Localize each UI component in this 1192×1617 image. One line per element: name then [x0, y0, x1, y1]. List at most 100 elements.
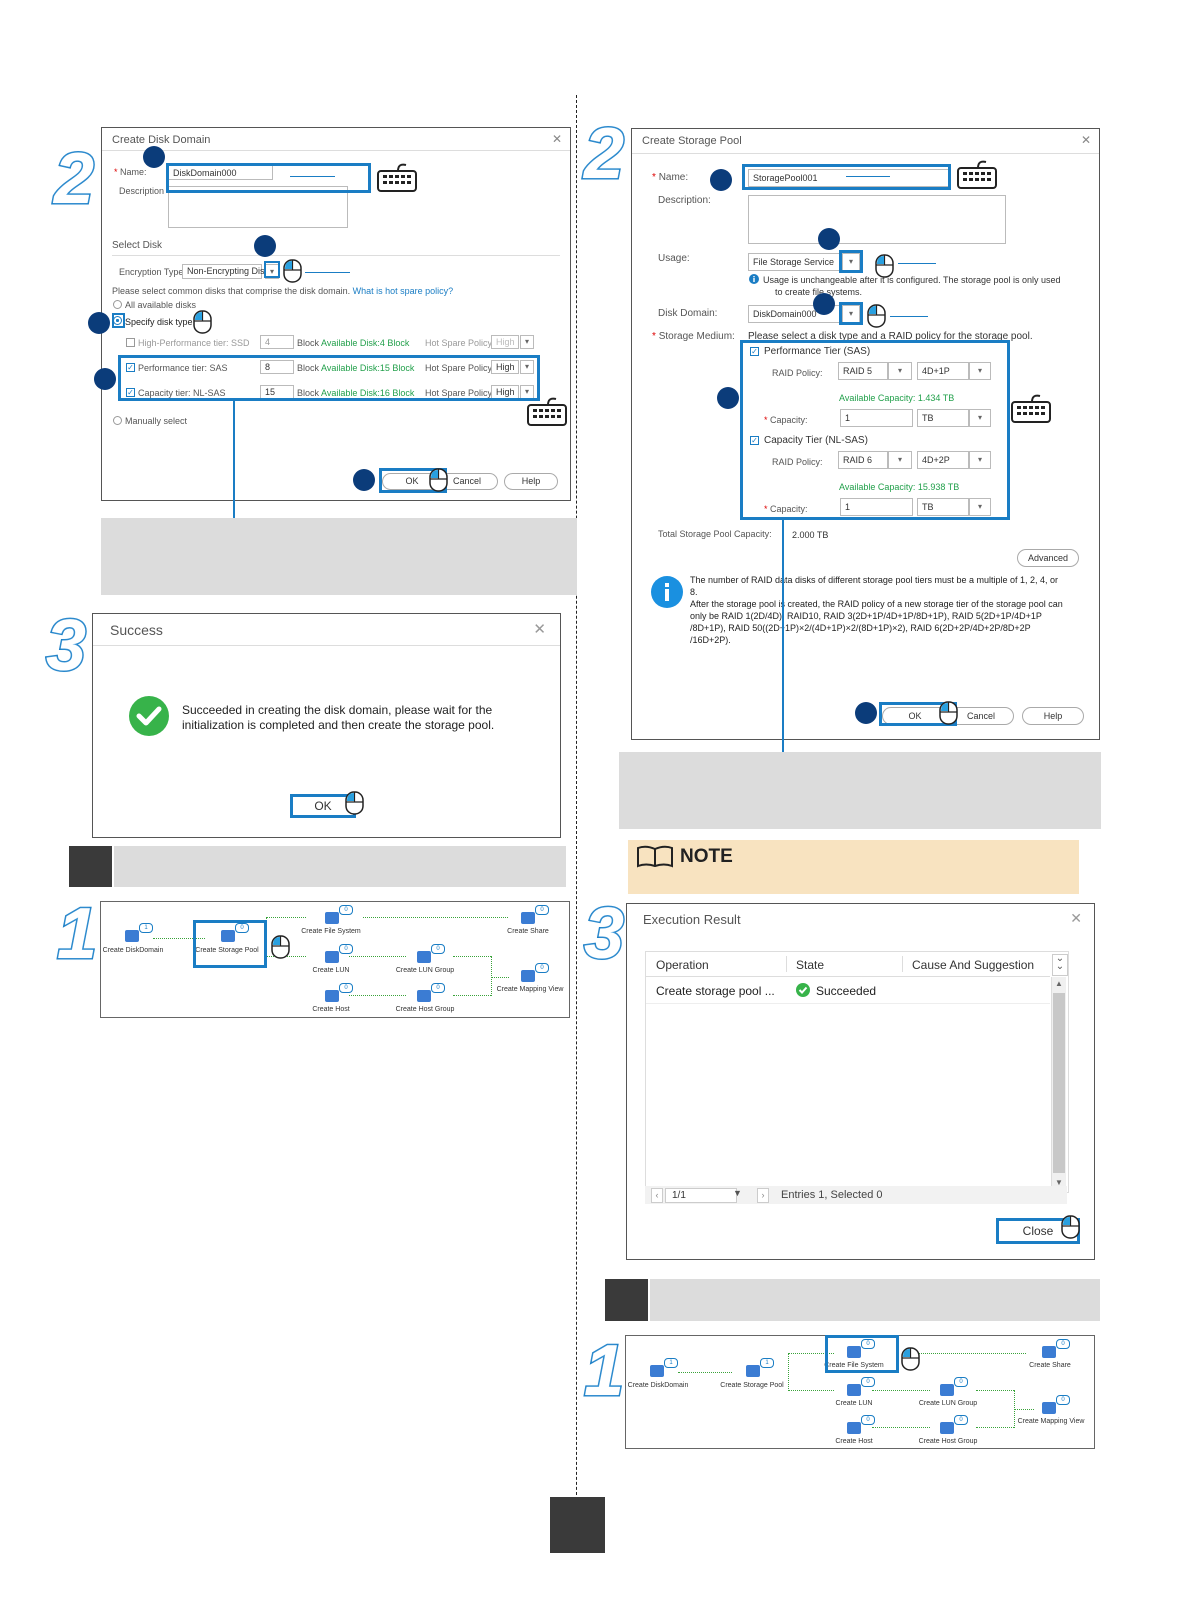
raid-level-select[interactable]: RAID 5 — [838, 362, 888, 380]
keyboard-icon — [527, 397, 567, 426]
flow-node-label[interactable]: Create Share — [1029, 1362, 1071, 1369]
mapping-view-icon[interactable] — [521, 970, 535, 982]
encryption-type-select[interactable]: Non-Encrypting Disk — [182, 264, 269, 279]
help-button[interactable]: Help — [504, 473, 558, 490]
flow-node-label[interactable]: Create Mapping View — [496, 986, 564, 993]
flow-node-label[interactable]: Create DiskDomain — [627, 1382, 689, 1389]
disk-domain-icon[interactable] — [650, 1365, 664, 1377]
flow-node-label[interactable]: Create File System — [824, 1362, 884, 1369]
storage-pool-icon[interactable] — [746, 1365, 760, 1377]
chevron-down-icon[interactable]: ▾ — [969, 451, 991, 469]
flow-node-label[interactable]: Create Host Group — [395, 1006, 455, 1013]
host-group-icon[interactable] — [417, 990, 431, 1002]
close-icon[interactable]: ✕ — [1080, 133, 1091, 147]
share-icon[interactable] — [521, 912, 535, 924]
raid-layout-select[interactable]: 4D+2P — [917, 451, 969, 469]
usage-select[interactable]: File Storage Service — [748, 253, 840, 271]
lun-group-icon[interactable] — [417, 951, 431, 963]
cap-capacity-input[interactable]: 1 — [840, 498, 913, 516]
lun-icon[interactable] — [847, 1384, 861, 1396]
flow-node-label[interactable]: Create DiskDomain — [102, 947, 164, 954]
flow-node-label[interactable]: Create LUN — [835, 1400, 873, 1407]
chevron-down-icon[interactable]: ▾ — [520, 335, 534, 349]
tier-count-input[interactable]: 8 — [260, 360, 294, 374]
ssd-tier-checkbox[interactable] — [126, 338, 135, 347]
flow-node-label[interactable]: Create Host — [312, 1006, 350, 1013]
file-system-icon[interactable] — [847, 1346, 861, 1358]
tier-count-input[interactable]: 4 — [260, 335, 294, 349]
hot-spare-select[interactable]: High — [491, 335, 519, 349]
cap-tier-checkbox[interactable]: ✓ — [750, 436, 759, 445]
chevron-down-icon[interactable]: ▾ — [888, 362, 912, 380]
step-badge — [818, 228, 840, 250]
step-badge — [88, 312, 110, 334]
scrollbar[interactable]: ▲ ▼ — [1051, 977, 1066, 1190]
hot-spare-select[interactable]: High — [491, 360, 519, 374]
prev-page-icon[interactable]: ‹ — [651, 1188, 663, 1203]
help-button[interactable]: Help — [1022, 707, 1084, 725]
close-icon[interactable]: ✕ — [1070, 910, 1082, 926]
lun-icon[interactable] — [325, 951, 339, 963]
advanced-button[interactable]: Advanced — [1017, 549, 1079, 567]
raid-layout-select[interactable]: 4D+1P — [917, 362, 969, 380]
mapping-view-icon[interactable] — [1042, 1402, 1056, 1414]
flow-node-label[interactable]: Create Storage Pool — [720, 1382, 784, 1389]
chevron-down-icon[interactable]: ▾ — [520, 360, 534, 374]
perf-capacity-input[interactable]: 1 — [840, 409, 913, 427]
flow-node-label[interactable]: Create Mapping View — [1017, 1418, 1085, 1425]
table-row[interactable]: Create storage pool ... Succeeded — [646, 977, 1050, 1004]
flow-node-label[interactable]: Create LUN — [312, 967, 350, 974]
cancel-button[interactable]: Cancel — [436, 473, 498, 490]
close-icon[interactable]: ✕ — [551, 132, 562, 146]
step-number: 1 — [55, 893, 98, 976]
next-page-icon[interactable]: › — [757, 1188, 769, 1203]
count-badge: 0 — [861, 1377, 875, 1387]
nlsas-tier-checkbox[interactable]: ✓ — [126, 388, 135, 397]
storage-pool-highlight — [193, 920, 267, 968]
share-icon[interactable] — [1042, 1346, 1056, 1358]
tier-name: Performance tier: SAS — [138, 363, 228, 373]
host-icon[interactable] — [325, 990, 339, 1002]
flow-node-label[interactable]: Create LUN Group — [395, 967, 455, 974]
flow-node-label[interactable]: Create Share — [507, 928, 549, 935]
storage-pool-icon[interactable] — [221, 930, 235, 942]
flow-node-label[interactable]: Create Host — [835, 1438, 873, 1445]
expand-columns-icon[interactable]: ⌄⌄ — [1052, 954, 1068, 976]
description-input[interactable] — [748, 195, 1006, 244]
tiers-highlight — [118, 355, 540, 401]
step-badge — [710, 169, 732, 191]
chevron-down-icon[interactable]: ▼ — [733, 1188, 742, 1198]
count-badge: 0 — [235, 923, 249, 933]
mouse-icon — [283, 259, 302, 283]
flow-node-label[interactable]: Create Storage Pool — [195, 947, 259, 954]
host-group-icon[interactable] — [940, 1422, 954, 1434]
host-icon[interactable] — [847, 1422, 861, 1434]
perf-tier-checkbox[interactable]: ✓ — [750, 347, 759, 356]
tier-available: Available Disk:15 Block — [321, 363, 415, 373]
info-text-3: After the storage pool is created, the R… — [690, 599, 1063, 609]
disk-domain-icon[interactable] — [125, 930, 139, 942]
chevron-down-icon[interactable]: ▾ — [969, 498, 991, 516]
close-icon[interactable]: ✕ — [533, 621, 546, 638]
chevron-down-icon[interactable]: ▾ — [888, 451, 912, 469]
sas-tier-checkbox[interactable]: ✓ — [126, 363, 135, 372]
hot-spare-link[interactable]: What is hot spare policy? — [352, 286, 454, 296]
tier-available: Available Disk:4 Block — [321, 338, 410, 348]
cap-unit-select[interactable]: TB — [917, 498, 969, 516]
all-disks-radio[interactable] — [113, 300, 122, 309]
lun-group-icon[interactable] — [940, 1384, 954, 1396]
page-select[interactable]: 1/1 — [665, 1188, 737, 1203]
manual-select-radio[interactable] — [113, 416, 122, 425]
count-badge: 0 — [431, 944, 445, 954]
name-highlight — [166, 163, 371, 193]
flow-node-label[interactable]: Create File System — [301, 928, 361, 935]
chevron-down-icon[interactable]: ▾ — [969, 362, 991, 380]
name-input[interactable]: StoragePool001 — [748, 169, 950, 187]
flow-node-label[interactable]: Create Host Group — [918, 1438, 978, 1445]
description-input[interactable] — [168, 186, 348, 228]
chevron-down-icon[interactable]: ▾ — [969, 409, 991, 427]
perf-unit-select[interactable]: TB — [917, 409, 969, 427]
raid-level-select[interactable]: RAID 6 — [838, 451, 888, 469]
flow-node-label[interactable]: Create LUN Group — [918, 1400, 978, 1407]
file-system-icon[interactable] — [325, 912, 339, 924]
